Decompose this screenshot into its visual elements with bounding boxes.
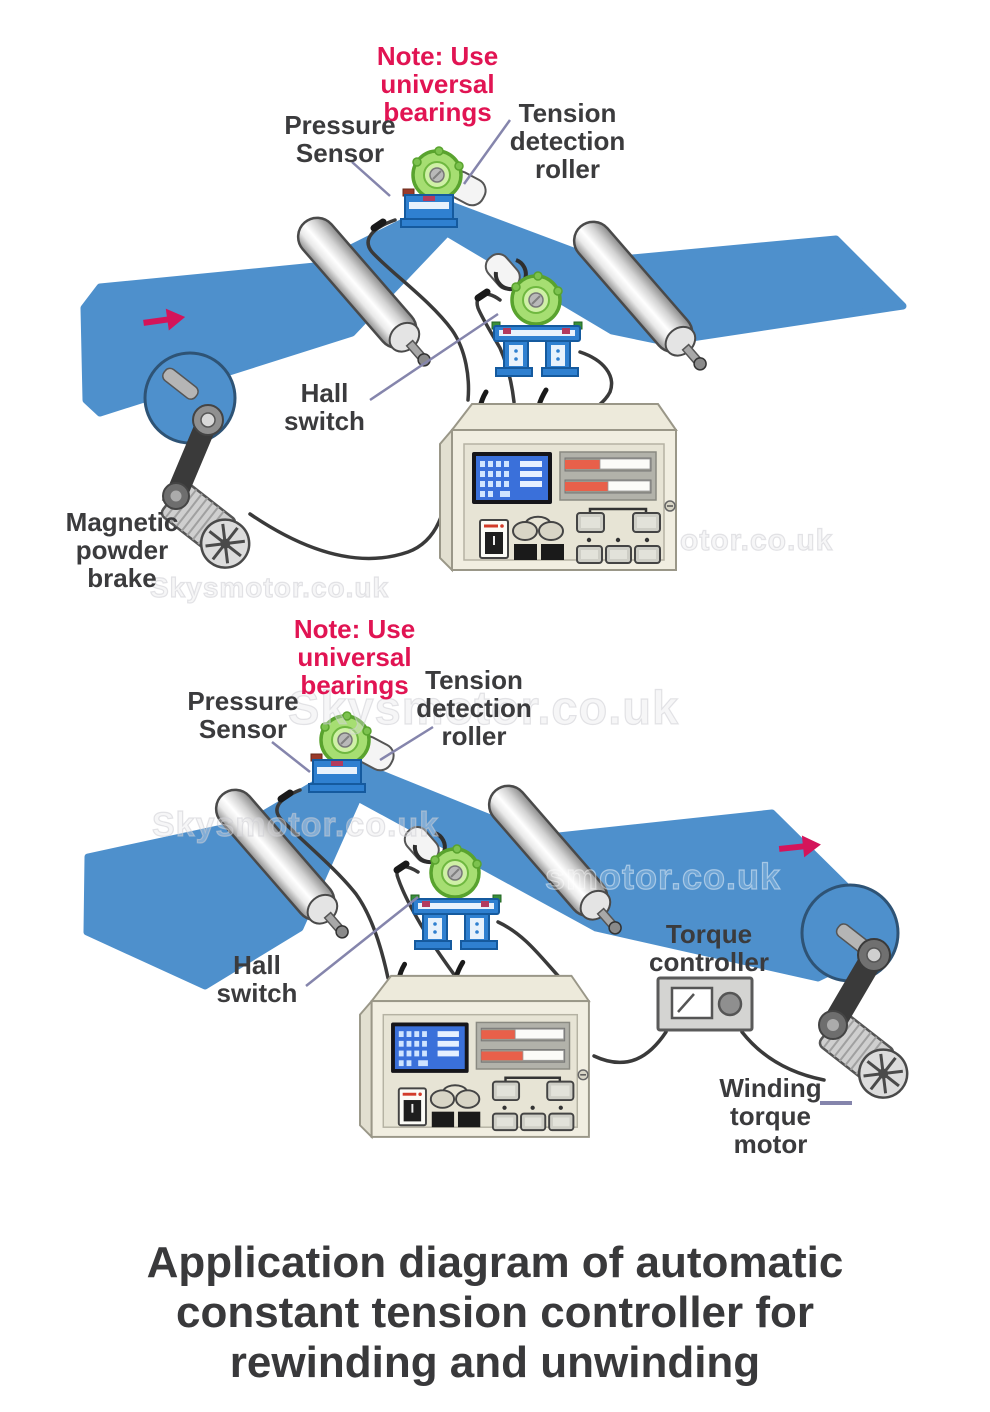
cable-connectors-top [370, 218, 491, 302]
label-line: bearings [300, 670, 409, 700]
label-line: Pressure [187, 686, 299, 716]
label-line: Tension [518, 98, 617, 128]
brake-belt [166, 416, 218, 500]
label-line: brake [87, 563, 157, 593]
label-line: Pressure [284, 110, 396, 140]
label-line: Hall [233, 950, 281, 980]
label-line: powder [75, 535, 169, 565]
watermark: Skysmotor.co.uk [287, 680, 680, 734]
label-line: Note: Use [376, 41, 499, 71]
label-line: detection [509, 126, 626, 156]
label-line: Note: Use [293, 614, 416, 644]
label-line: controller [649, 947, 769, 977]
label-note-universal-bearings-bottom: Note: Use universal bearings [262, 615, 447, 699]
label-line: motor [733, 1129, 808, 1159]
motor-pulley-hub [827, 1019, 839, 1031]
label-tension-detection-roller-top: Tension detection roller [495, 99, 640, 183]
label-tension-detection-roller-bottom: Tension detection roller [400, 666, 548, 750]
label-line: bearings [383, 97, 492, 127]
watermark: Skysmotor.co.uk [151, 805, 440, 844]
tension-controller-bottom [360, 962, 589, 1137]
caption-line: rewinding and unwinding [229, 1338, 761, 1387]
callout-lines-top [351, 119, 512, 402]
label-line: roller [441, 721, 507, 751]
label-line: Magnetic [65, 507, 179, 537]
diagram-unwinding [80, 119, 907, 579]
label-line: switch [216, 978, 298, 1008]
label-line: torque [730, 1101, 811, 1131]
label-line: universal [380, 69, 495, 99]
caption-line: constant tension controller for [175, 1288, 815, 1337]
label-line: Sensor [198, 714, 288, 744]
label-pressure-sensor-top: Pressure Sensor [265, 111, 415, 167]
label-line: Hall [300, 378, 349, 408]
watermark: otor.co.uk [679, 523, 834, 557]
label-torque-controller: Torque controller [635, 920, 783, 976]
label-pressure-sensor-bottom: Pressure Sensor [168, 687, 318, 743]
label-line: roller [534, 154, 601, 184]
diagram-winding [83, 712, 919, 1137]
label-winding-torque-motor: Winding torque motor [698, 1074, 843, 1158]
label-line: Torque [665, 919, 753, 949]
winding-pulley-hub [866, 947, 882, 963]
tension-controller-top [440, 390, 676, 570]
label-line: Tension [425, 665, 523, 695]
label-magnetic-powder-brake: Magnetic powder brake [48, 508, 196, 592]
torque-meter [670, 986, 714, 1020]
label-note-universal-bearings-top: Note: Use universal bearings [345, 42, 530, 126]
caption-line: Application diagram of automatic [146, 1238, 844, 1287]
unwind-shaft [162, 367, 199, 400]
label-line: Winding [719, 1073, 822, 1103]
torque-controller-device [656, 976, 754, 1032]
label-line: switch [284, 406, 365, 436]
cable-connectors-bottom [277, 789, 410, 874]
unwind-pulley-hub [200, 412, 216, 428]
watermark: Skysmotor.co.uk [149, 571, 390, 603]
callout-lines-bottom [271, 725, 852, 1105]
brake-pulley-hub [170, 490, 182, 502]
torque-knob [717, 991, 743, 1017]
watermark: smotor.co.uk [544, 855, 782, 897]
web-top [80, 198, 907, 417]
label-line: universal [297, 642, 412, 672]
label-hall-switch-top: Hall switch [262, 379, 387, 435]
label-line: detection [416, 693, 532, 723]
label-line: Sensor [295, 138, 385, 168]
diagram-caption: Application diagram of automatic constan… [95, 1238, 895, 1388]
label-hall-switch-bottom: Hall switch [192, 951, 322, 1007]
